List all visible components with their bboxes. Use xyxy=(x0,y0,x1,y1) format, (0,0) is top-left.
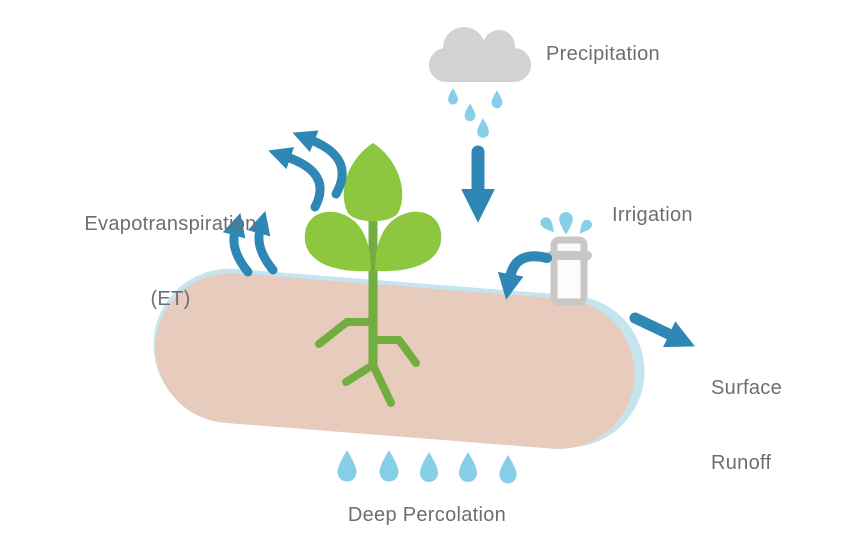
evapotranspiration-label: Evapotranspiration (ET) xyxy=(58,162,283,362)
et-curved-arrow-icon xyxy=(247,210,278,275)
surface-runoff-label-line1: Surface xyxy=(711,377,783,399)
precipitation-label: Precipitation xyxy=(546,43,660,65)
evapotranspiration-label-line1: Evapotranspiration xyxy=(84,213,257,235)
deep-percolation-drop-icon xyxy=(337,450,357,482)
irrigation-curved-arrow-icon xyxy=(497,251,552,300)
et-curved-arrow-icon xyxy=(222,212,253,277)
evapotranspiration-arrows xyxy=(222,130,347,277)
sprinkler-riser xyxy=(550,236,588,306)
rain-drops xyxy=(448,88,503,138)
sprinkler-pipe-icon xyxy=(546,236,592,306)
leaf-top xyxy=(343,143,403,222)
plant-sprout-icon xyxy=(304,143,442,407)
deep-percolation-drop-icon xyxy=(379,450,399,482)
plant-leaves xyxy=(304,143,442,272)
evapotranspiration-label-line2: (ET) xyxy=(150,288,191,310)
sprinkler-crossbar xyxy=(546,251,592,260)
rain-drop-icon xyxy=(477,118,489,138)
sprinkler-spray-drop-icon xyxy=(575,217,595,237)
deep-percolation-drop-icon xyxy=(499,454,517,484)
soil-body xyxy=(155,273,635,449)
irrigation-label: Irrigation xyxy=(612,204,693,226)
leaf-right xyxy=(375,211,442,272)
sprinkler-spray-drop-icon xyxy=(538,215,559,236)
deep-percolation-drop-icon xyxy=(420,452,438,482)
deep-percolation-drops xyxy=(337,450,517,484)
sprinkler-spray-drops xyxy=(538,212,595,237)
rain-drop-icon xyxy=(464,103,476,122)
surface-runoff-label-line2: Runoff xyxy=(711,452,772,474)
leaf-left xyxy=(304,211,371,272)
surface-runoff-label: Surface Runoff xyxy=(711,326,782,526)
soil-block-icon xyxy=(153,268,645,449)
sprinkler-spray-drop-icon xyxy=(559,212,573,235)
deep-percolation-label: Deep Percolation xyxy=(347,504,507,526)
surface-runoff-arrow-icon xyxy=(629,312,695,348)
deep-percolation-drop-icon xyxy=(459,452,477,482)
et-curved-arrow-icon xyxy=(292,130,347,199)
cloud-icon xyxy=(429,27,531,82)
rain-drop-icon xyxy=(491,90,503,109)
plant-roots xyxy=(315,318,420,407)
rain-drop-icon xyxy=(448,88,458,105)
et-curved-arrow-icon xyxy=(268,147,325,212)
